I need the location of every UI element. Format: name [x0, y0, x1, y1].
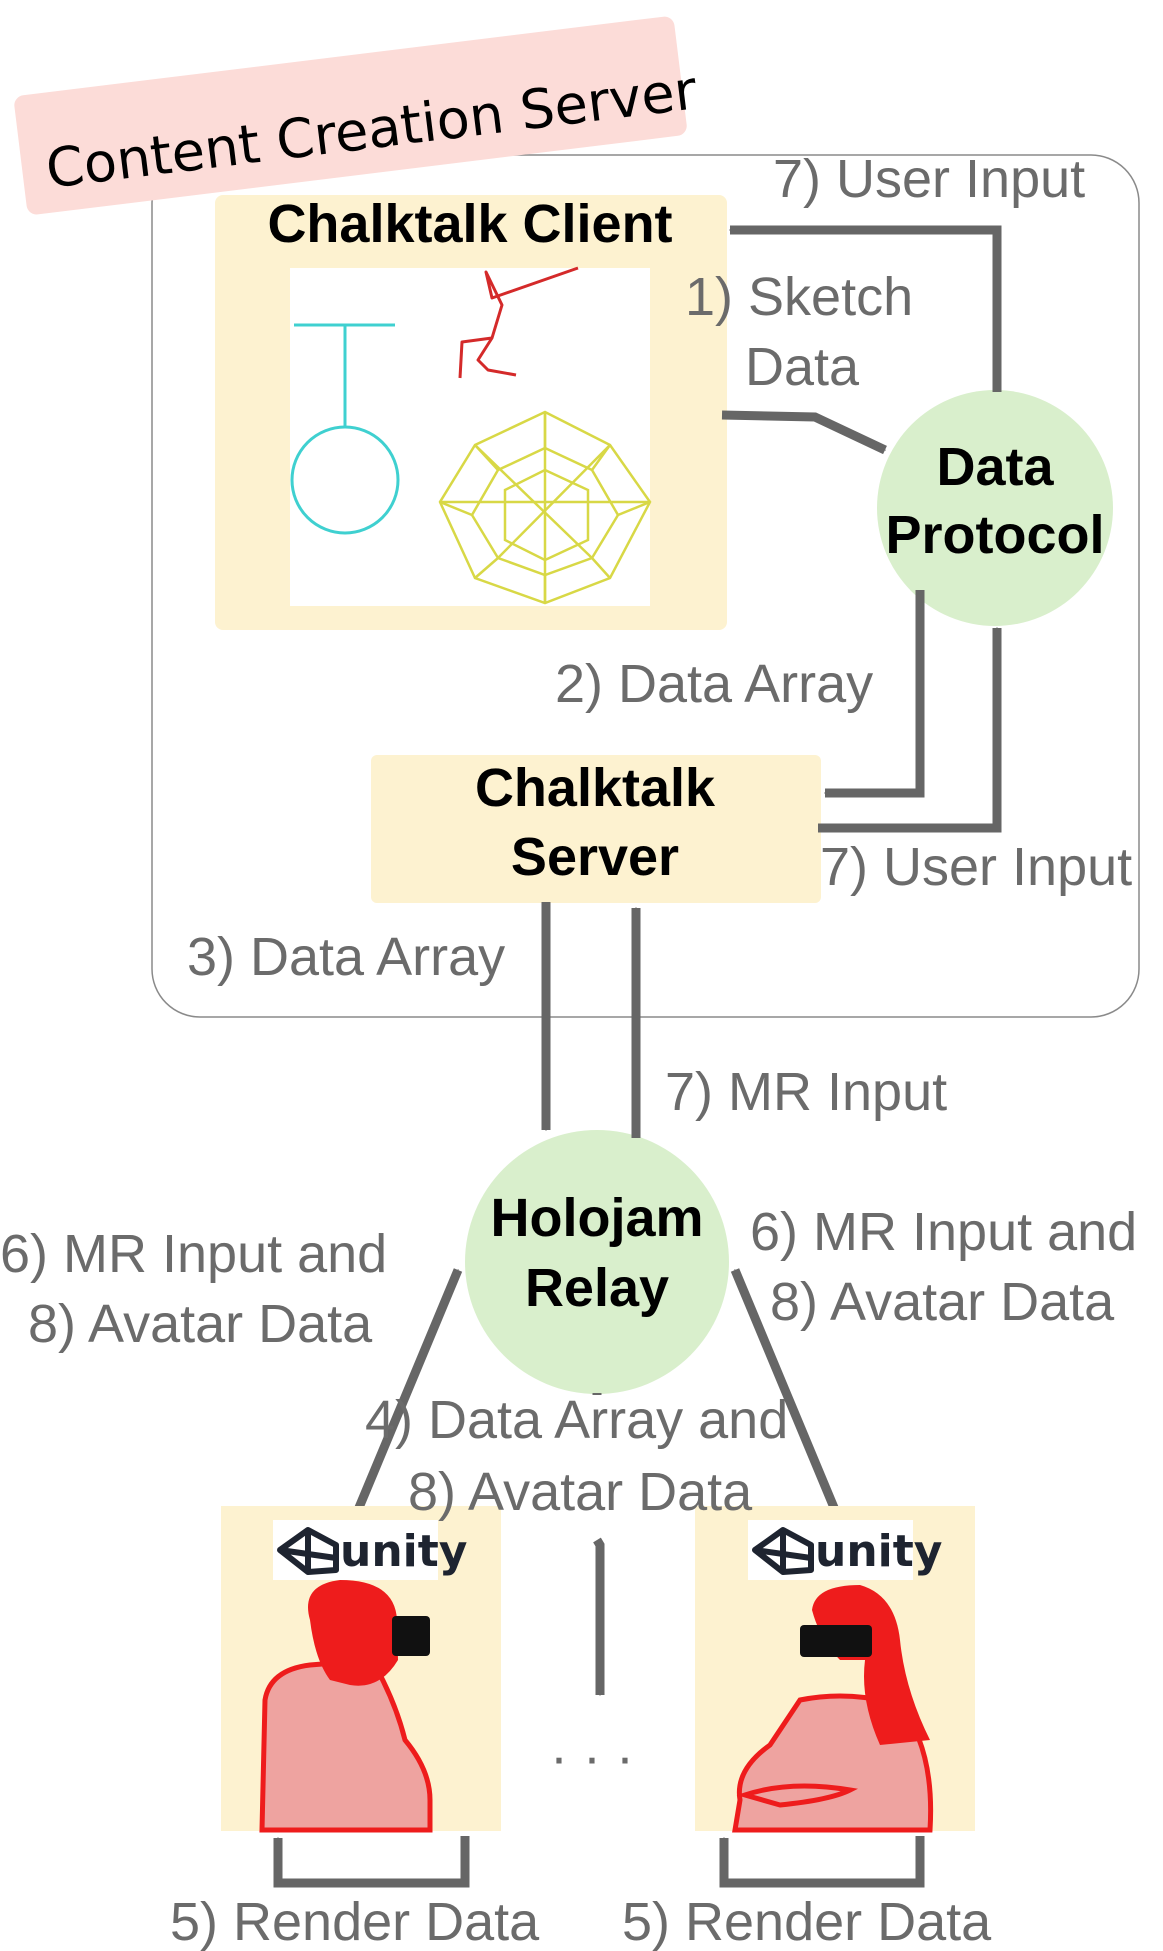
- label-data-array-4: 4) Data Array and: [365, 1390, 788, 1450]
- arrow-sketch-data: [721, 410, 887, 455]
- holojam-relay-node: [465, 1130, 729, 1394]
- arrow-user-input-to-protocol: [818, 626, 1002, 833]
- unity-logo-text: unity: [815, 1526, 942, 1577]
- label-user-input-mid: 7) User Input: [820, 837, 1132, 897]
- unity-logo-icon: unity: [273, 1520, 467, 1580]
- label-sketch-line1: 1) Sketch: [685, 267, 913, 327]
- chalktalk-client-title: Chalktalk Client: [267, 194, 672, 254]
- chalktalk-server-line1: Chalktalk: [475, 758, 716, 818]
- vr-client-right: unity: [695, 1506, 975, 1833]
- label-data-array-3: 3) Data Array: [187, 927, 505, 987]
- chalktalk-server-box: [371, 755, 821, 903]
- arrow-right-client-to-relay: [730, 1268, 840, 1512]
- vr-user-avatar-icon: [259, 1580, 433, 1833]
- arrow-relay-to-clients: [592, 1393, 600, 1695]
- holojam-relay-line2: Relay: [525, 1258, 669, 1318]
- arrow-render-data-left: [273, 1836, 470, 1888]
- data-protocol-line2: Protocol: [885, 505, 1104, 565]
- content-server-frame: [151, 154, 1140, 1018]
- label-left-mr-input: 6) MR Input and: [0, 1224, 387, 1284]
- arrow-render-data-right: [719, 1836, 925, 1888]
- vr-user-avatar-icon: [732, 1585, 934, 1833]
- label-right-avatar-data: 8) Avatar Data: [770, 1272, 1115, 1332]
- arrow-user-input-to-client: [728, 225, 1002, 392]
- pendulum-sketch-icon: [290, 323, 400, 535]
- label-render-data-right: 5) Render Data: [622, 1892, 992, 1951]
- label-right-mr-input: 6) MR Input and: [750, 1202, 1137, 1262]
- holojam-relay-line1: Holojam: [490, 1188, 703, 1248]
- vr-client-left: unity: [221, 1506, 501, 1833]
- label-mr-input: 7) MR Input: [665, 1062, 947, 1122]
- unity-logo-text: unity: [340, 1526, 467, 1577]
- stick-figure-sketch-icon: [458, 266, 579, 379]
- arrow-data-array-to-server: [823, 590, 925, 798]
- hypercube-sketch-icon: [438, 410, 652, 605]
- ellipsis: · · ·: [550, 1727, 634, 1787]
- label-render-data-left: 5) Render Data: [170, 1892, 540, 1951]
- label-avatar-data-center: 8) Avatar Data: [408, 1462, 753, 1522]
- label-user-input-top: 7) User Input: [773, 149, 1085, 209]
- content-server-banner: Content Creation Server: [14, 16, 701, 215]
- data-protocol-node: [877, 390, 1113, 626]
- label-data-array-2: 2) Data Array: [555, 654, 873, 714]
- arrow-left-client-to-relay: [353, 1268, 463, 1512]
- unity-logo-icon: unity: [748, 1520, 942, 1580]
- label-sketch-line2: Data: [745, 337, 860, 397]
- data-protocol-line1: Data: [936, 437, 1054, 497]
- chalktalk-server-line2: Server: [511, 827, 679, 887]
- label-left-avatar-data: 8) Avatar Data: [28, 1294, 373, 1354]
